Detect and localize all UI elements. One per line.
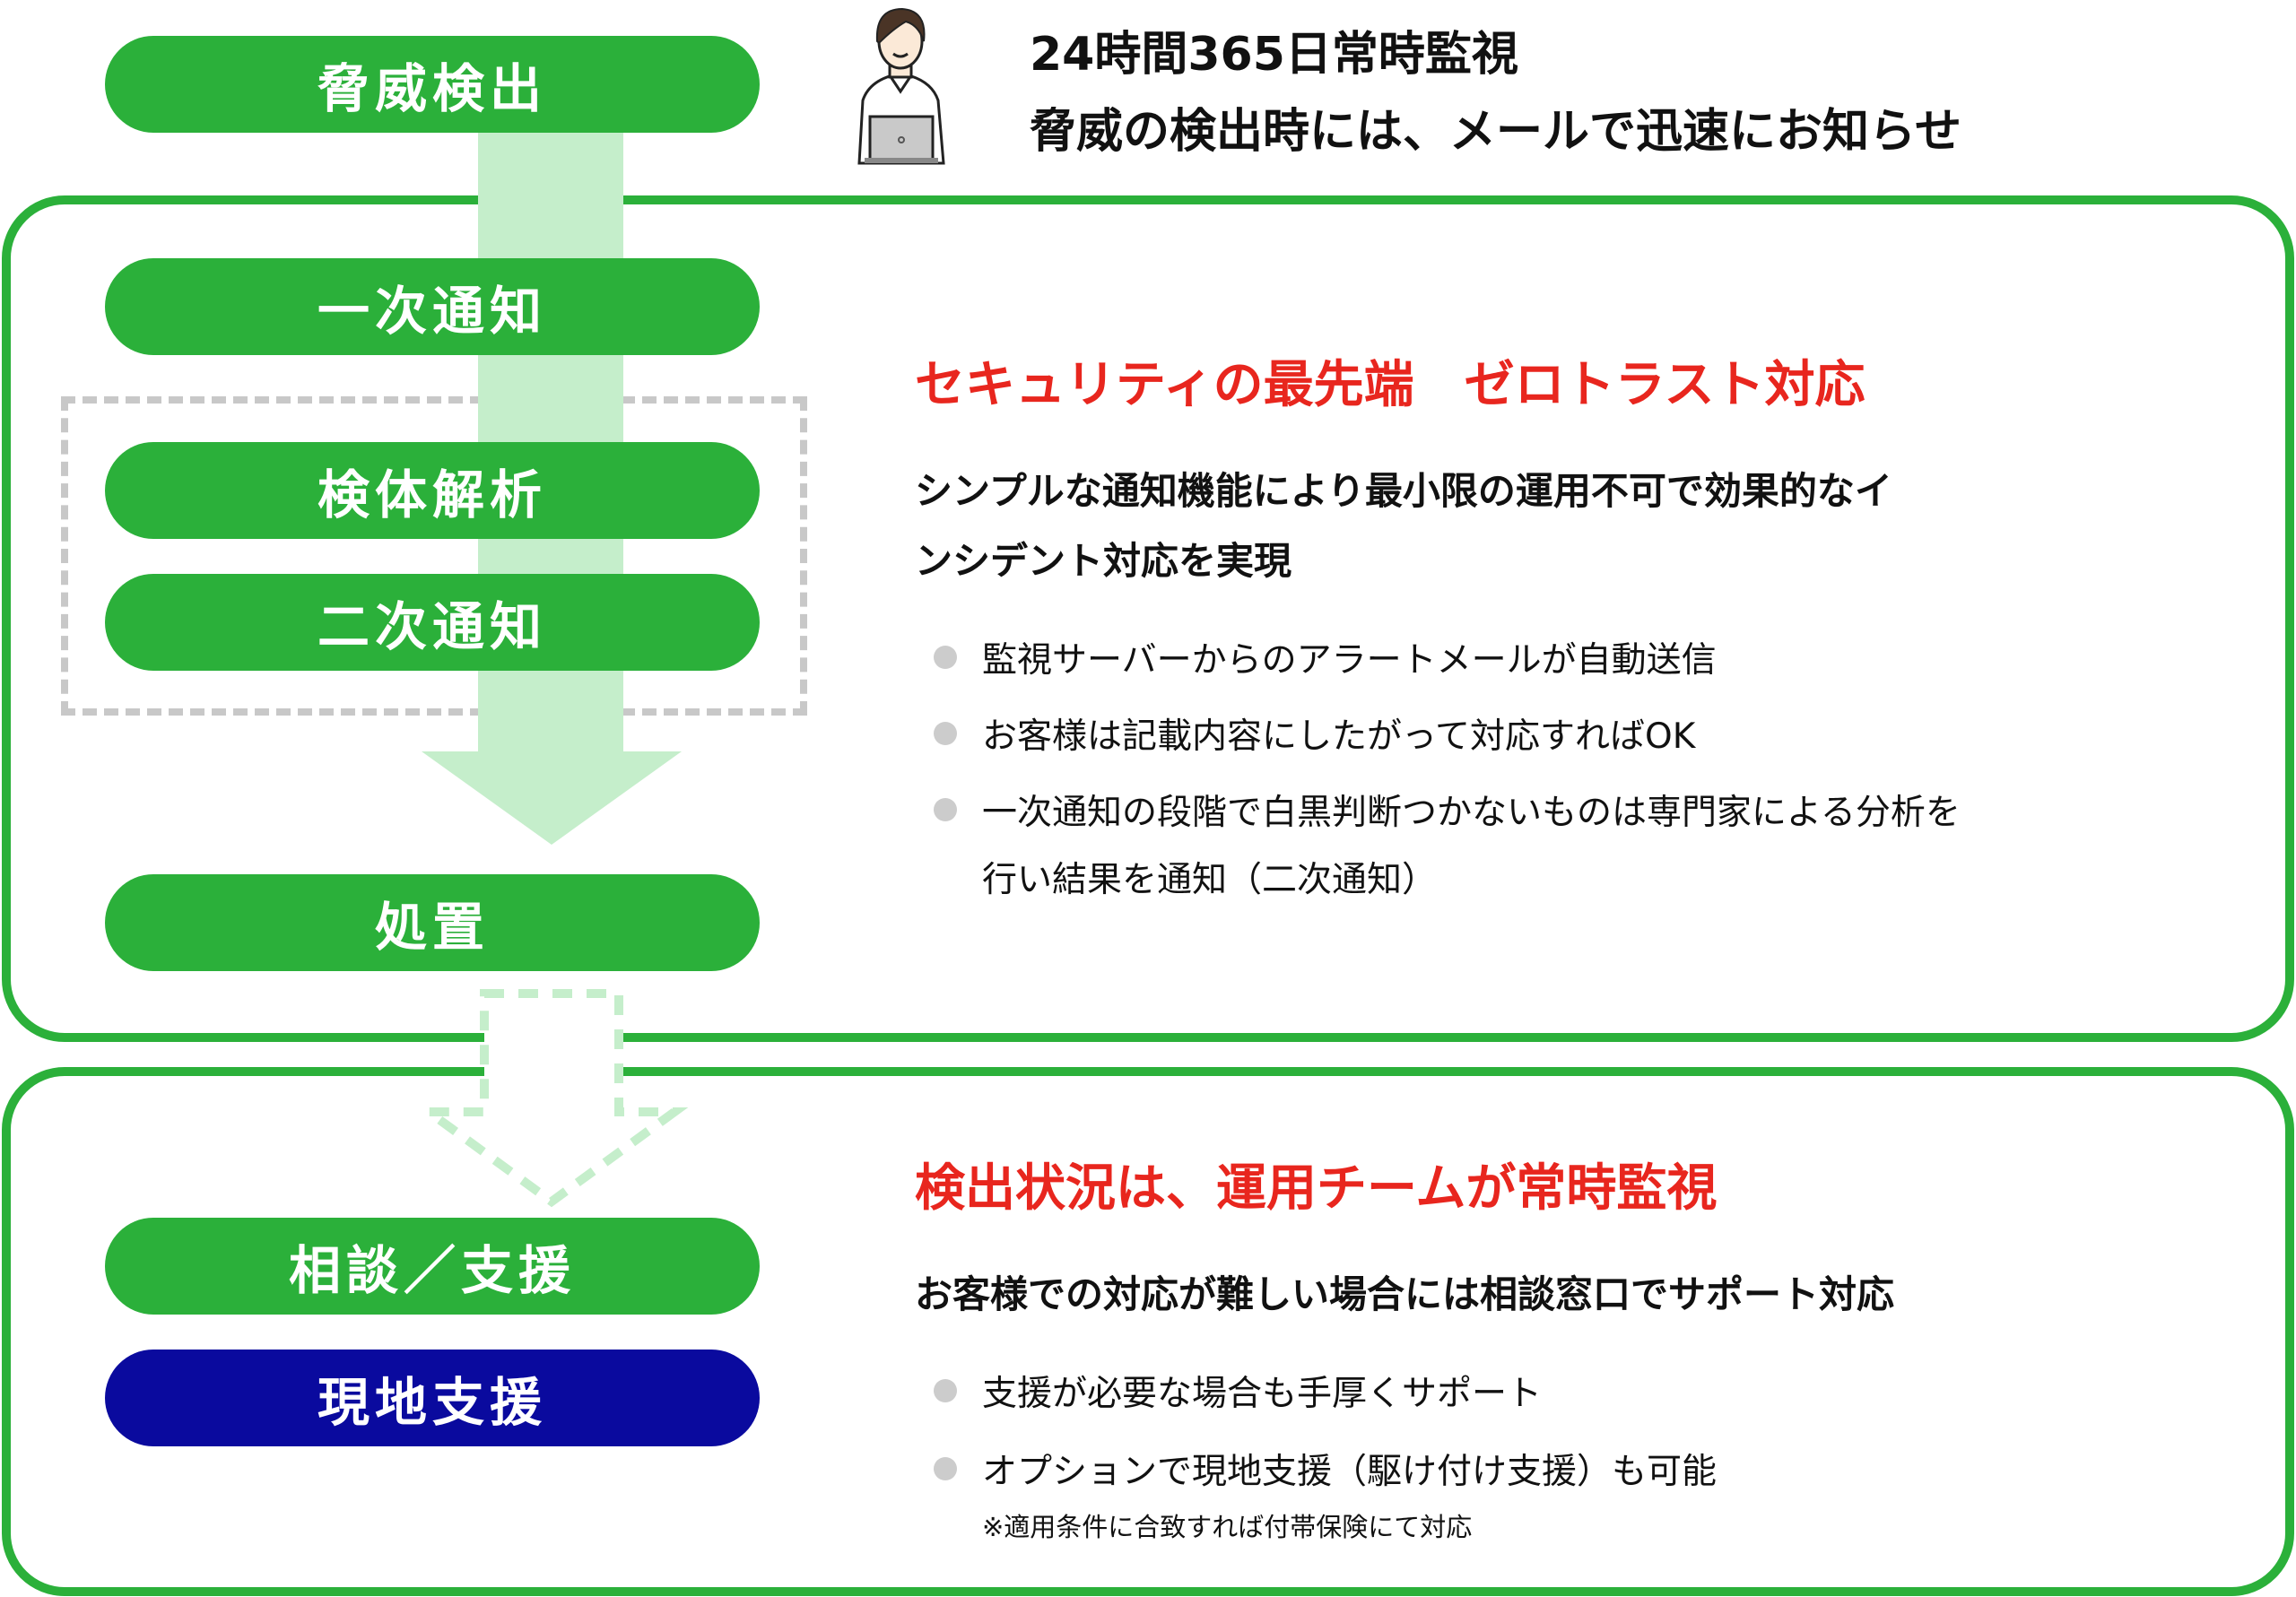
step-threat-detection: 脅威検出 [105,36,760,133]
step-onsite-support: 現地支援 [105,1350,760,1446]
section1-bullet: 監視サーバーからのアラートメールが自動送信 [934,632,1717,682]
step-sample-analysis: 検体解析 [105,442,760,539]
section1-subtitle-line1: シンプルな通知機能により最小限の運用不可で効果的なイ [915,469,1892,513]
analysis-group-frame [61,396,807,716]
section1-subtitle-line2: ンシデント対応を実現 [915,539,1292,583]
section1-bullet: 一次通知の段階で白黒判断つかないものは専門家による分析を [934,785,1961,835]
section2-subtitle: お客様での対応が難しい場合には相談窓口でサポート対応 [915,1272,1895,1316]
section1-frame [2,195,2294,1042]
step-second-notice: 二次通知 [105,574,760,671]
header-line1: 24時間365日常時監視 [1030,28,1518,82]
section1-bullet-continuation: 行い結果を通知（二次通知） [982,860,1438,900]
section1-bullet: お客様は記載内容にしたがって対応すればOK [933,708,1695,759]
section2-note: ※適用条件に合致すれば付帯保険にて対応 [982,1512,1473,1542]
section2-bullet: 支援が必要な場合も手厚くサポート [933,1366,1542,1416]
section2-title: 検出状況は、運用チームが常時監視 [915,1159,1718,1218]
step-first-notice: 一次通知 [105,258,760,355]
step-response: 処置 [105,874,760,971]
dashed-flow-arrow [414,989,689,1208]
operator-person-icon [857,7,945,165]
section2-bullet: オプションで現地支援（駆け付け支援）も可能 [933,1444,1717,1494]
section1-title: セキュリティの最先端 ゼロトラスト対応 [915,356,1866,414]
section2-frame [2,1067,2294,1596]
header-line2: 脅威の検出時には、メールで迅速にお知らせ [1030,105,1961,159]
step-consult-support: 相談／支援 [105,1218,760,1315]
